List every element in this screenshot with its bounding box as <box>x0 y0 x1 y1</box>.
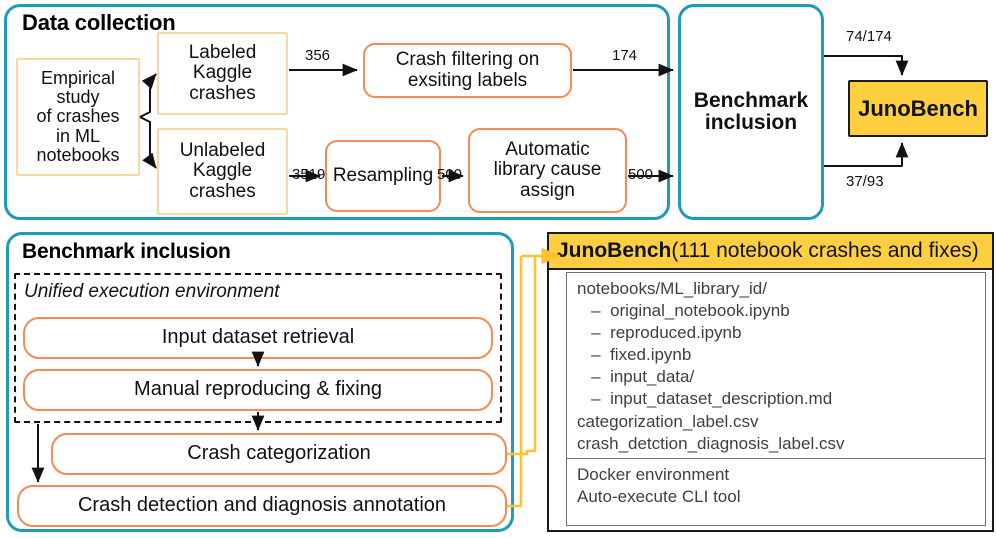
artifact-line: – reproduced.ipynb <box>577 323 742 343</box>
node-crash-filtering: Crash filtering on exsiting labels <box>363 43 572 98</box>
edge-label-3519: 3519 <box>292 166 326 183</box>
label-unified-execution-environment: Unified execution environment <box>24 281 280 302</box>
tooling-line: Docker environment <box>577 465 730 484</box>
step-crash-detection-diagnosis-annotation: Crash detection and diagnosis annotation <box>17 485 507 527</box>
junobench-header: JunoBench (111 notebook crashes and fixe… <box>549 234 992 270</box>
panel-benchmark-inclusion-detail-title: Benchmark inclusion <box>22 240 231 263</box>
node-labeled-kaggle-crashes: Labeled Kaggle crashes <box>157 32 288 115</box>
node-junobench-top: JunoBench <box>848 80 988 137</box>
panel-data-collection-title: Data collection <box>22 10 176 35</box>
node-unlabeled-kaggle-crashes: Unlabeled Kaggle crashes <box>157 128 288 215</box>
junobench-inner-frame: notebooks/ML_library_id/ – original_note… <box>566 272 986 526</box>
artifact-line: – input_data/ <box>577 367 695 387</box>
edge-label-74-174: 74/174 <box>846 28 892 45</box>
step-crash-categorization: Crash categorization <box>51 433 507 475</box>
artifact-line: – input_dataset_description.md <box>577 389 833 409</box>
panel-benchmark-inclusion-top: Benchmark inclusion <box>678 4 824 220</box>
artifact-line: crash_detction_diagnosis_label.csv <box>577 433 845 453</box>
node-empirical-study: Empirical study of crashes in ML noteboo… <box>16 58 140 176</box>
edge-label-174: 174 <box>612 47 638 64</box>
edge-label-37-93: 37/93 <box>846 173 884 190</box>
edge-label-500-a: 500 <box>437 166 463 183</box>
artifact-line: categorization_label.csv <box>577 411 759 431</box>
artifact-line: – fixed.ipynb <box>577 345 692 365</box>
node-automatic-library-cause-assign: Automatic library cause assign <box>468 128 627 213</box>
artifact-line: notebooks/ML_library_id/ <box>577 279 767 298</box>
junobench-tooling-list: Docker environment Auto-execute CLI tool <box>567 458 985 513</box>
arrow-benchmark-to-junobench-bottom <box>824 142 909 167</box>
step-manual-reproducing-fixing: Manual reproducing & fixing <box>23 369 493 411</box>
arrow-benchmark-to-junobench-top <box>824 55 909 76</box>
step-input-dataset-retrieval: Input dataset retrieval <box>23 317 493 359</box>
edge-label-500-b: 500 <box>628 166 654 183</box>
junobench-artifact-list: notebooks/ML_library_id/ – original_note… <box>567 273 985 458</box>
junobench-header-suffix: (111 notebook crashes and fixes) <box>671 239 979 262</box>
tooling-line: Auto-execute CLI tool <box>577 487 741 507</box>
junobench-header-name: JunoBench <box>557 239 672 262</box>
artifact-line: – original_notebook.ipynb <box>577 301 790 321</box>
node-resampling: Resampling <box>325 140 441 212</box>
edge-label-356: 356 <box>305 47 331 64</box>
